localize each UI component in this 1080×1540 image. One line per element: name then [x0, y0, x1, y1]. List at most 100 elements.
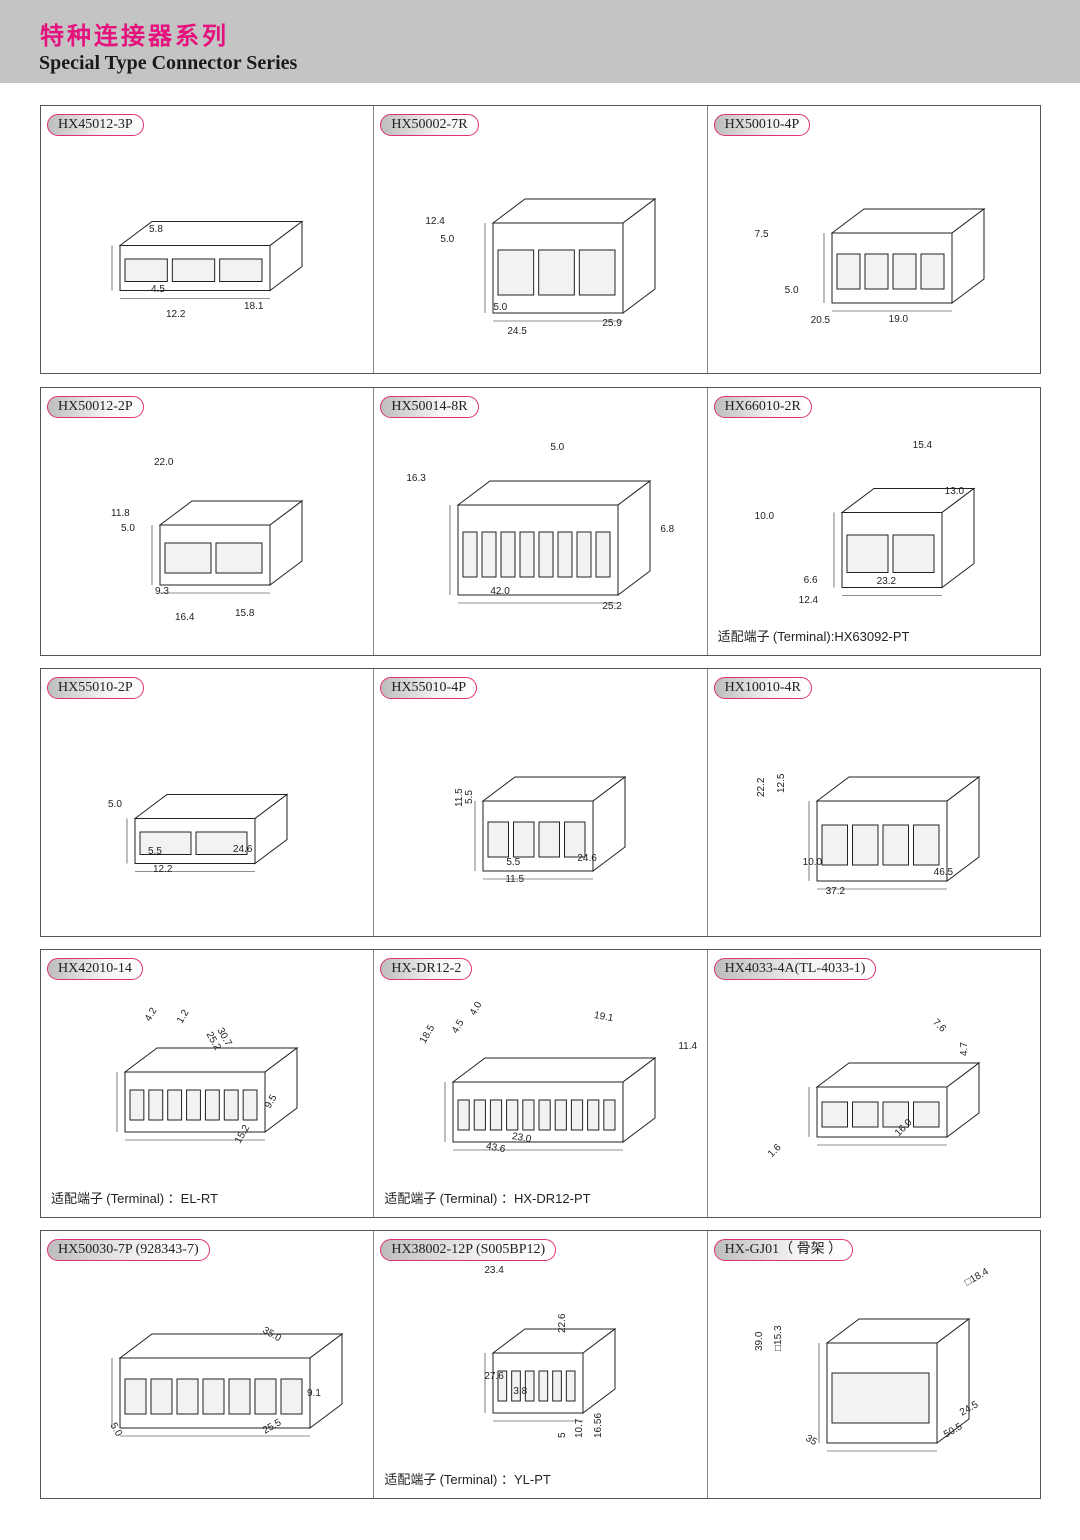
dimension-label: 4.0 [468, 999, 485, 1018]
dimension-label: 5.0 [493, 302, 508, 313]
terminal-label-cn: 适配端子 [717, 629, 770, 644]
connector-drawing [111, 220, 304, 299]
dimension-label: 18.5 [418, 1023, 438, 1046]
dimension-label: 37.2 [825, 886, 846, 897]
terminal-part-number: (Terminal):HX63092-PT [772, 629, 910, 644]
dimension-label: 20.5 [810, 315, 831, 326]
dimension-label: 25.5 [261, 1417, 284, 1437]
dimension-label: 18.1 [244, 301, 264, 312]
model-label: HX-GJ01（ 骨架 ） [713, 1239, 854, 1261]
model-label: HX4033-4A(TL-4033-1) [713, 958, 877, 980]
dimension-label: 23.2 [876, 576, 897, 587]
connector-drawing [111, 1333, 344, 1437]
dimension-label: 23.4 [484, 1265, 504, 1276]
connector-drawing [808, 776, 981, 890]
connector-drawing [833, 487, 976, 596]
title-english: Special Type Connector Series [39, 52, 298, 74]
terminal-label-cn: 适配端子 [51, 1191, 104, 1206]
dimension-label: 35.0 [260, 1325, 283, 1345]
dimension-label: 5.0 [784, 285, 799, 296]
dimension-label: 12.4 [798, 595, 819, 606]
dimension-label: 6.8 [660, 524, 675, 535]
dimension-label: 24.5 [507, 326, 527, 337]
connector-drawing [485, 198, 657, 322]
product-cell: HX45012-3P 5.8 4.5 12.2 18.1 [41, 106, 375, 373]
dimension-label: 12.4 [425, 216, 445, 227]
dimension-label: 10.0 [754, 511, 775, 522]
model-label: HX10010-4R [713, 677, 812, 699]
connector-drawing [808, 776, 981, 890]
dimension-label: 43.6 [485, 1141, 507, 1156]
dimension-label: 42.0 [490, 586, 510, 597]
title-chinese: 特种连接器系列 [40, 22, 229, 50]
connector-drawing [126, 793, 289, 872]
connector-drawing [833, 487, 976, 596]
model-label: HX45012-3P [47, 114, 144, 136]
terminal-note: 适配端子 (Terminal) ：HX-DR12-PT [384, 1188, 590, 1207]
dimension-label: 5.5 [464, 790, 476, 804]
dimension-label: 5.0 [550, 442, 565, 453]
connector-drawing [116, 1047, 299, 1141]
dimension-label: 12.2 [153, 864, 173, 875]
dimension-label: 4.7 [958, 1042, 970, 1056]
dimension-label: 46.5 [933, 867, 954, 878]
connector-drawing [475, 776, 627, 880]
dimension-label: 11.4 [678, 1041, 698, 1052]
dimension-label: 5.5 [506, 857, 521, 868]
connector-drawing [111, 220, 304, 299]
dimension-label: 15.8 [235, 608, 255, 619]
model-label: HX50010-4P [713, 114, 811, 136]
connector-drawing [823, 208, 986, 312]
dimension-label: 24.6 [233, 844, 253, 855]
dimension-label: 24.6 [577, 853, 597, 864]
dimension-label: 5.8 [149, 224, 163, 235]
dimension-label: 13.0 [944, 486, 965, 497]
dimension-label: 15.4 [912, 440, 933, 451]
dimension-label: 11.5 [505, 874, 525, 885]
dimension-label: 15.2 [233, 1123, 253, 1146]
dimension-label: 12.2 [166, 309, 186, 320]
dimension-label: 9.3 [155, 586, 169, 597]
page-header: 特种连接器系列 Special Type Connector Series [0, 0, 1080, 83]
dimension-label: 35 [803, 1433, 819, 1449]
connector-drawing [450, 480, 652, 604]
dimension-label: 16.56 [593, 1412, 605, 1438]
catalog-row: HX45012-3P 5.8 4.5 12.2 18.1 HX50002-7R 12.4 5.… [40, 105, 1041, 374]
connector-drawing [485, 1328, 617, 1422]
dimension-label: 22.6 [557, 1313, 569, 1333]
dimension-label: 39.0 [753, 1331, 765, 1351]
dimension-label: 9.5 [263, 1092, 280, 1111]
dimension-label: 25.2 [602, 601, 622, 612]
connector-drawing [808, 1062, 981, 1146]
model-label: HX-DR12-2 [380, 958, 473, 980]
terminal-label-cn: 适配端子 [384, 1191, 437, 1206]
dimension-label: 16.0 [892, 1117, 915, 1139]
dimension-label: 4.5 [151, 284, 165, 295]
dimension-label: 27.6 [484, 1371, 504, 1382]
connector-drawing [450, 480, 652, 604]
dimension-label: 12.5 [775, 773, 787, 793]
connector-drawing [151, 500, 304, 594]
dimension-label: 1.6 [765, 1142, 784, 1160]
model-label: HX50002-7R [380, 114, 479, 136]
dimension-label: 9.1 [307, 1388, 321, 1399]
dimension-label: 4.5 [450, 1017, 467, 1036]
dimension-label: 10.7 [574, 1418, 586, 1438]
model-label: HX55010-4P [380, 677, 477, 699]
model-label: HX38002-12P (S005BP12) [380, 1239, 557, 1261]
dimension-label: 19.0 [888, 314, 909, 325]
dimension-label: 50.5 [941, 1421, 965, 1441]
